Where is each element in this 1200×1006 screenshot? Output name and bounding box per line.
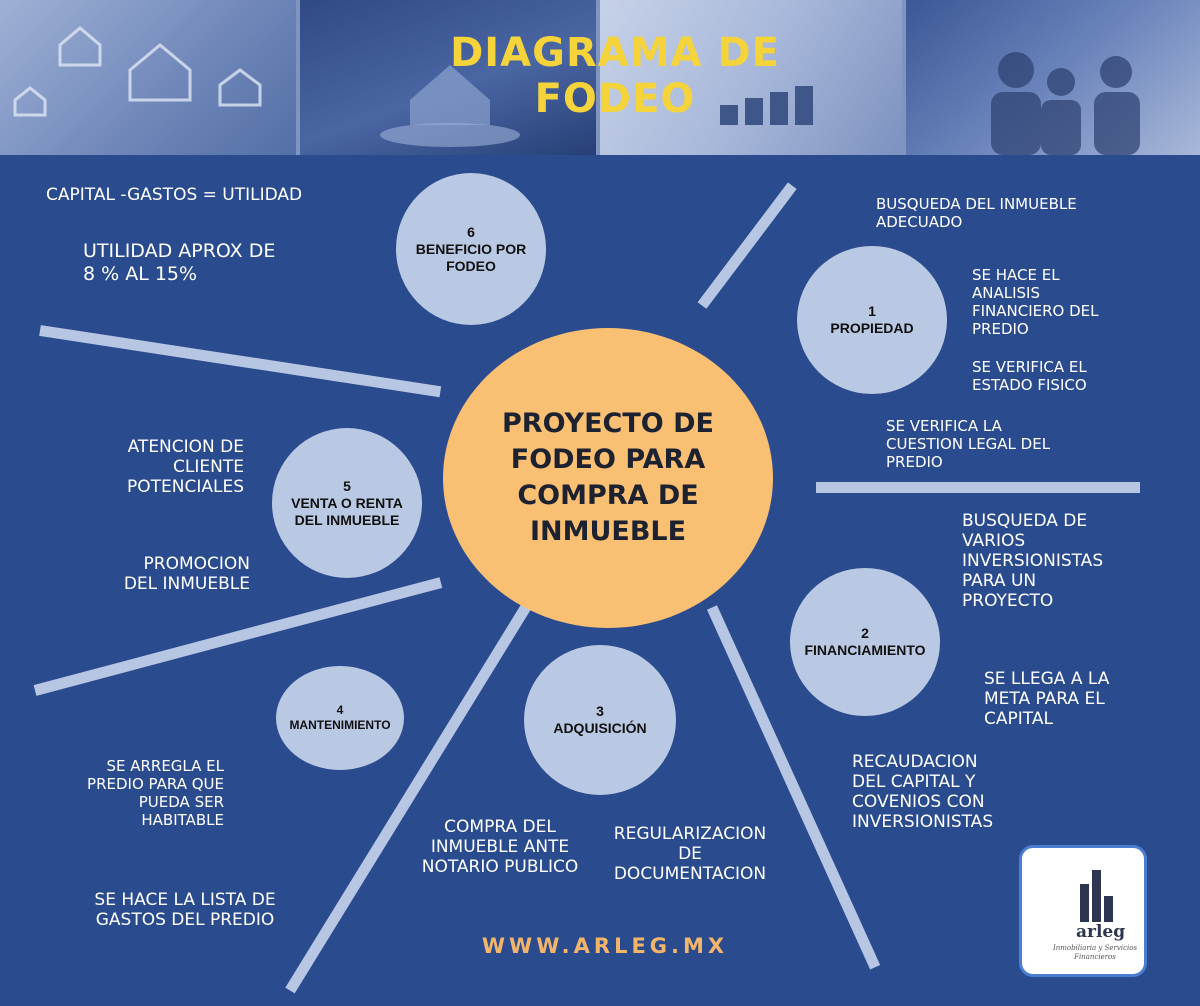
note-inversionistas: BUSQUEDA DE VARIOS INVERSIONISTAS PARA U… [962, 511, 1104, 611]
node-number: 6 [467, 223, 475, 240]
logo-building-bar [1092, 870, 1101, 922]
node-label: 1 PROPIEDAD [812, 303, 932, 337]
node-title: FINANCIAMIENTO [804, 642, 926, 658]
note-capital-formula: CAPITAL -GASTOS = UTILIDAD [46, 185, 303, 205]
note-compra-notario: COMPRA DEL INMUEBLE ANTE NOTARIO PUBLICO [421, 817, 579, 877]
note-meta: SE LLEGA A LA META PARA EL CAPITAL [984, 669, 1110, 729]
node-label: 5 VENTA O RENTA DEL INMUEBLE [282, 478, 412, 529]
node-label: 2 FINANCIAMIENTO [795, 625, 935, 659]
people-icon [991, 52, 1140, 155]
node-label: 4 MANTENIMIENTO [280, 703, 400, 733]
note-utilidad: UTILIDAD APROX DE 8 % AL 15% [83, 240, 276, 285]
note-regularizacion: REGULARIZACION DE DOCUMENTACION [613, 824, 767, 884]
node-propiedad: 1 PROPIEDAD [797, 246, 947, 394]
node-title: PROPIEDAD [830, 320, 914, 336]
node-financiamiento: 2 FINANCIAMIENTO [790, 568, 940, 716]
header-banner: DIAGRAMA DE FODEO [0, 0, 1200, 155]
center-label: PROYECTO DE FODEO PARA COMPRA DE INMUEBL… [501, 408, 714, 547]
connector-line-1 [697, 182, 797, 309]
banner-photo-people [906, 0, 1200, 155]
connector-line-6 [39, 325, 442, 398]
node-adquisicion: 3 ADQUISICIÓN [524, 645, 676, 795]
logo-building-bar [1080, 884, 1089, 922]
house-in-hand-icon [380, 65, 520, 147]
node-title: ADQUISICIÓN [553, 720, 647, 736]
arleg-logo: arleg Inmobiliaria y Servicios Financier… [1019, 845, 1147, 977]
note-lista-gastos: SE HACE LA LISTA DE GASTOS DEL PREDIO [94, 890, 276, 930]
house-icons [13, 26, 262, 117]
logo-building-bar [1104, 896, 1113, 922]
note-promocion: PROMOCION DEL INMUEBLE [123, 554, 250, 594]
note-analisis: SE HACE EL ANALISIS FINANCIERO DEL PREDI… [972, 266, 1099, 338]
note-busqueda-inmueble: BUSQUEDA DEL INMUEBLE ADECUADO [876, 195, 1077, 231]
logo-wordmark: arleg [1076, 922, 1126, 942]
node-title: MANTENIMIENTO [289, 718, 391, 732]
banner-photo-coins [600, 0, 902, 155]
node-number: 3 [596, 703, 604, 719]
node-title: BENEFICIO POR FODEO [415, 240, 527, 274]
note-arregla: SE ARREGLA EL PREDIO PARA QUE PUEDA SER … [87, 757, 224, 829]
node-label: 6 BENEFICIO POR FODEO [411, 224, 531, 275]
node-number: 5 [343, 477, 351, 494]
node-number: 4 [336, 703, 344, 717]
node-number: 1 [868, 303, 876, 319]
page-title: DIAGRAMA DE FODEO [450, 30, 780, 122]
note-recaudacion: RECAUDACION DEL CAPITAL Y COVENIOS CON I… [852, 752, 994, 832]
node-title: VENTA O RENTA DEL INMUEBLE [291, 494, 403, 528]
node-venta-renta: 5 VENTA O RENTA DEL INMUEBLE [272, 428, 422, 578]
node-mantenimiento: 4 MANTENIMIENTO [276, 666, 404, 770]
note-estado-fisico: SE VERIFICA EL ESTADO FISICO [972, 358, 1087, 394]
banner-photo-houses [0, 0, 296, 155]
connector-line-1b [816, 482, 1140, 493]
connector-line-4 [285, 583, 544, 994]
logo-tagline: Inmobiliaria y Servicios Financieros [1052, 944, 1138, 961]
node-label: 3 ADQUISICIÓN [535, 703, 665, 737]
center-node: PROYECTO DE FODEO PARA COMPRA DE INMUEBL… [443, 328, 773, 628]
note-cuestion-legal: SE VERIFICA LA CUESTION LEGAL DEL PREDIO [886, 417, 1051, 471]
banner-photo-house-hand [300, 0, 596, 155]
coin-stacks-icon [720, 86, 813, 125]
node-number: 2 [861, 625, 869, 641]
website-link[interactable]: WWW.ARLEG.MX [481, 934, 729, 958]
node-beneficio: 6 BENEFICIO POR FODEO [396, 173, 546, 325]
note-atencion: ATENCION DE CLIENTE POTENCIALES [127, 437, 244, 497]
